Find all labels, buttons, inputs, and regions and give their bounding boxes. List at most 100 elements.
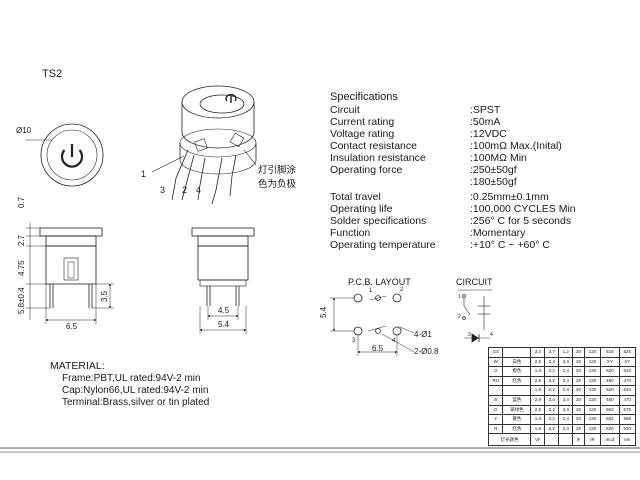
table-cell: 3,2 (530, 347, 546, 358)
table-cell: 630 (618, 423, 637, 435)
side-view (191, 227, 255, 334)
dim-h1: 0.7 (17, 196, 26, 208)
material-cap: Cap:Nylon66,UL rated:94V-2 min (62, 385, 209, 396)
diameter-label: Ø10 (16, 126, 32, 135)
table-cell: 2,4 (558, 414, 574, 425)
table-cell (502, 385, 532, 396)
table-cell: 2,2 (544, 385, 560, 396)
table-footer-cell (558, 433, 574, 447)
table-cell: 1,8 (530, 385, 546, 396)
table-cell: 红色 (502, 423, 532, 435)
table-cell: 470 (618, 375, 637, 387)
table-footer-cell (544, 433, 560, 447)
table-cell: 120 (583, 366, 602, 377)
pcb-pin-2: 2 (400, 287, 404, 293)
table-cell: 20 (572, 356, 585, 368)
table-cell: 120 (583, 385, 602, 396)
pin-label-3: 3 (160, 185, 166, 195)
pcb-hole-2: 2-Ø0.8 (414, 347, 439, 356)
material-frame: Frame:PBT,UL rated:94V-2 min (62, 373, 201, 384)
table-footer-cell: IF (572, 433, 585, 447)
table-cell: 120 (583, 347, 602, 358)
table-cell: 1,2 (558, 347, 574, 358)
table-cell: 563 (600, 404, 620, 416)
table-cell: 橙色 (502, 366, 532, 377)
led-note-line2: 色为负极 (258, 179, 297, 190)
table-cell: Y (487, 414, 504, 425)
table-footer-cell: mcd (600, 433, 620, 447)
table-cell: 525 (618, 347, 637, 358)
table-cell: 1,8 (530, 366, 546, 377)
table-footer-cell: VF (530, 433, 546, 447)
table-cell: 3,4 (558, 356, 574, 368)
circuit-diagram (458, 289, 492, 343)
dim-pitch: 4.5 (218, 306, 230, 315)
dim-side-width: 5.4 (218, 320, 230, 329)
pcb-layout (330, 293, 415, 356)
table-cell: 1,8 (530, 414, 546, 425)
table-cell: 2,2 (544, 423, 560, 435)
pcb-layout-title: P.C.B. LAYOUT (348, 277, 411, 287)
table-cell: 2,2 (544, 366, 560, 377)
table-cell: 1,8 (530, 423, 546, 435)
table-footer-cell: IR (583, 433, 602, 447)
table-cell: 20 (572, 414, 585, 425)
table-cell: 460 (600, 394, 620, 406)
table-cell: 3,2 (544, 404, 560, 416)
table-cell: 2,8 (530, 394, 546, 406)
table-cell: 20 (572, 423, 585, 435)
table-cell: RU (487, 375, 504, 387)
table-cell: O (487, 366, 504, 377)
table-cell: 3,4 (558, 404, 574, 416)
top-view (25, 123, 104, 187)
pcb-pin-3: 3 (352, 338, 356, 344)
table-cell: 蓝色 (502, 394, 532, 406)
circuit-pin-4: 4 (490, 332, 493, 338)
table-cell: 3,4 (544, 394, 560, 406)
table-cell: XY (618, 356, 637, 368)
pcb-pin-1: 1 (369, 288, 373, 294)
table-cell: 20 (572, 366, 585, 377)
table-cell: 2,8 (530, 356, 546, 368)
table-footer-cell: nm (618, 433, 637, 447)
table-cell: 120 (583, 375, 602, 387)
pcb-dim-height: 5.4 (319, 306, 328, 318)
material-title: MATERIAL: (50, 360, 105, 372)
pcb-pin-4: 4 (392, 338, 396, 344)
table-cell: 3,2 (544, 375, 560, 387)
pin-label-2: 2 (182, 185, 188, 195)
isometric-view (151, 85, 257, 205)
table-cell: 588 (618, 414, 637, 425)
table-cell: 红色 (502, 375, 532, 387)
power-icon (60, 144, 84, 168)
power-icon-small (225, 93, 237, 103)
table-cell: 黄色 (502, 414, 532, 425)
pcb-dim-width: 6.5 (372, 344, 384, 353)
table-cell: 20 (572, 347, 585, 358)
dim-h3: 4.75 (17, 260, 26, 276)
table-cell: 2,4 (558, 385, 574, 396)
pin-label-1: 1 (141, 169, 147, 179)
circuit-pin-1: 1 (458, 294, 461, 300)
circuit-title: CIRCUIT (456, 277, 493, 287)
specifications-title: Specifications (330, 91, 398, 103)
table-cell: 20 (572, 375, 585, 387)
material-terminal: Terminal:Brass,silver or tin plated (62, 397, 210, 408)
table-cell: 2,4 (558, 366, 574, 377)
pin-label-4: 4 (196, 185, 202, 195)
table-cell: XY (600, 356, 620, 368)
led-note-line1: 灯引脚涂 (258, 165, 297, 176)
dim-width: 6.5 (66, 322, 78, 331)
table-cell: 20 (572, 394, 585, 406)
table-cell: 翠绿色 (502, 404, 532, 416)
pcb-hole-1: 4-Ø1 (414, 330, 432, 339)
table-cell: 460 (600, 375, 620, 387)
